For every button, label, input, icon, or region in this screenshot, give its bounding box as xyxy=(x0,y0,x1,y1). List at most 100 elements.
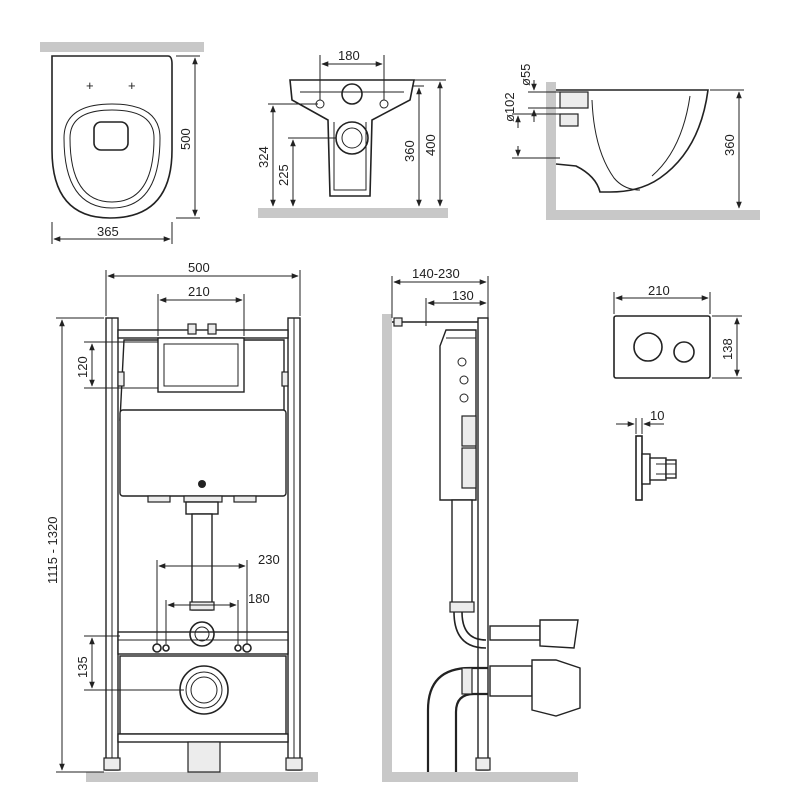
frame-side-foot xyxy=(475,757,491,771)
flush-plate-width-label: 210 xyxy=(648,283,670,298)
cistern-clip-mid xyxy=(183,495,223,503)
frame-side-clip-2 xyxy=(461,447,477,489)
flush-pipe-joint xyxy=(189,601,215,611)
drain-support xyxy=(119,655,287,735)
stud-left-inner xyxy=(162,644,170,652)
frame-width-label: 500 xyxy=(188,260,210,275)
side-view-d-outlet-label: ø102 xyxy=(502,92,517,122)
frame-side-valve-1 xyxy=(457,357,467,367)
front-view-inlet xyxy=(341,83,363,105)
flush-pipe xyxy=(191,513,213,611)
frame-side-view: 140-230 130 xyxy=(382,266,581,782)
frame-side-clip-1 xyxy=(461,415,477,447)
side-view-bowl-front xyxy=(651,95,691,177)
top-view-depth-label: 500 xyxy=(178,128,193,150)
frame-stud-wide-label: 230 xyxy=(258,552,280,567)
frame-side-flush-connector xyxy=(489,625,541,641)
frame-side-wall xyxy=(382,314,392,782)
flush-plate-thickness-label: 10 xyxy=(650,408,664,423)
frame-stud-narrow-label: 180 xyxy=(248,591,270,606)
side-view-d-inlet-label: ø55 xyxy=(518,64,533,86)
flush-button-small xyxy=(673,341,695,363)
frame-side-flush-bend xyxy=(461,611,487,641)
frame-side-anchor xyxy=(393,317,403,327)
top-view-width-label: 365 xyxy=(97,224,119,239)
cistern-logo xyxy=(198,480,206,488)
side-view-bowl-outline xyxy=(555,89,709,193)
side-view-floor xyxy=(546,210,760,220)
frame-side-post xyxy=(477,317,489,771)
frame-side-drain-connector xyxy=(489,665,533,697)
flush-plate xyxy=(613,315,711,379)
frame-height-label: 1115 - 1320 xyxy=(45,517,60,584)
frame-side-valve-3 xyxy=(459,393,469,403)
flush-plate-actuator-end xyxy=(665,459,677,479)
front-view-h-rim-label: 360 xyxy=(402,140,417,162)
frame-side-depth-label: 130 xyxy=(452,288,474,303)
side-view: ø55 ø102 360 xyxy=(502,64,760,220)
front-view-trap xyxy=(333,122,367,191)
frame-side-drain-collar xyxy=(461,667,473,695)
front-view-outlet-inner xyxy=(341,127,363,149)
drain-pipe-inner xyxy=(185,671,223,709)
top-view: + + 365 500 xyxy=(40,42,204,244)
cistern-inspection-opening xyxy=(157,337,245,393)
top-view-bowl-opening xyxy=(93,121,129,151)
front-view: 180 324 225 360 400 xyxy=(256,48,448,218)
frame-side-floor xyxy=(382,772,578,782)
front-view-h-total-label: 400 xyxy=(423,134,438,156)
side-view-inlet-pipe xyxy=(559,91,589,109)
front-view-h-outlet-label: 225 xyxy=(276,164,291,186)
frame-front-view: 500 210 120 1115 - 1320 230 180 135 xyxy=(45,260,318,782)
flush-plate-view: 210 138 10 xyxy=(613,283,742,501)
frame-right-foot xyxy=(285,757,303,771)
frame-cistern-width-label: 210 xyxy=(188,284,210,299)
cistern-top-valve-left xyxy=(187,323,197,335)
cistern-inspection-inner xyxy=(163,343,239,387)
flush-plate-side xyxy=(635,435,643,501)
flush-pipe-connector-inner xyxy=(194,626,210,642)
front-view-outlet xyxy=(335,121,369,155)
cistern-clip-left xyxy=(147,495,171,503)
cistern-top-valve-right xyxy=(207,323,217,335)
drain-outlet xyxy=(187,741,221,773)
frame-base-rail xyxy=(117,733,289,743)
frame-side-flush-cap xyxy=(539,619,579,649)
top-view-wall xyxy=(40,42,204,52)
drain-pipe-core xyxy=(190,676,218,704)
flush-plate-height-label: 138 xyxy=(720,338,735,360)
flush-button-large xyxy=(633,332,663,362)
front-view-bowl-outline xyxy=(289,79,415,197)
cistern-side-clip-right xyxy=(281,371,289,387)
side-view-outlet-pipe xyxy=(559,113,579,127)
flush-pipe-coupler xyxy=(185,501,219,515)
frame-side-flush-pipe xyxy=(451,499,473,607)
front-view-bolt-spacing-label: 180 xyxy=(338,48,360,63)
cistern-side-clip-left xyxy=(117,371,125,387)
frame-side-drain-cap xyxy=(531,659,581,717)
top-view-bowl-outline xyxy=(51,55,173,219)
frame-side-depth-range-label: 140-230 xyxy=(412,266,460,281)
flush-pipe-connector xyxy=(189,621,215,647)
front-view-bolt-right xyxy=(379,99,389,109)
frame-top-rail xyxy=(117,329,289,339)
top-view-hole-right: + xyxy=(128,78,136,93)
frame-side-valve-2 xyxy=(459,375,469,385)
cistern-clip-right xyxy=(233,495,257,503)
side-view-wall xyxy=(546,82,556,220)
frame-side-flush-bend-outer xyxy=(453,611,487,649)
frame-bottom-rail xyxy=(117,631,289,655)
side-view-bowl-inner xyxy=(591,99,641,191)
top-view-hole-left: + xyxy=(86,78,94,93)
frame-left-foot xyxy=(103,757,121,771)
frame-drain-height-label: 135 xyxy=(75,656,90,678)
top-view-seat xyxy=(63,103,161,209)
top-view-seat-inner xyxy=(69,109,155,203)
flush-plate-actuator xyxy=(649,457,667,481)
front-view-floor xyxy=(258,208,448,218)
frame-side-drain-bend-inner xyxy=(454,692,488,772)
frame-side-flush-joint xyxy=(449,601,475,613)
front-view-h-inlet-label: 324 xyxy=(256,146,271,168)
flush-plate-mount xyxy=(641,453,651,485)
